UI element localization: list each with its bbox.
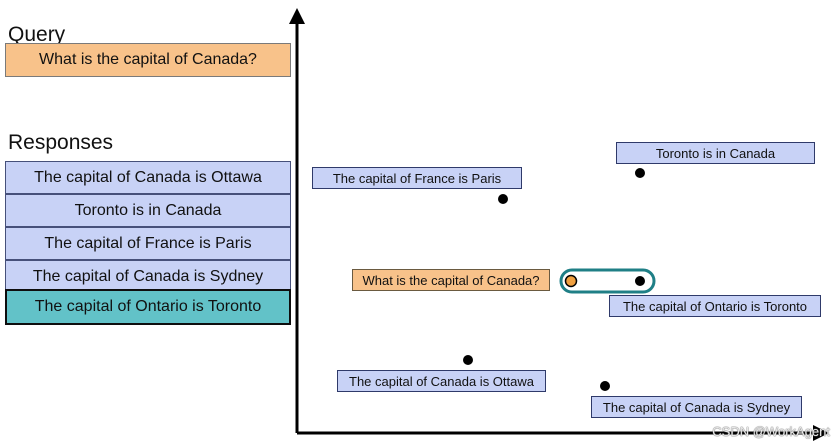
watermark: CSDN @WorkAgent [712,424,830,439]
response-item-toronto: Toronto is in Canada [5,194,291,227]
response-item-ontario-selected: The capital of Ontario is Toronto [5,289,291,325]
y-axis-arrowhead [289,8,305,24]
point-ontario [635,276,645,286]
point-query [564,274,578,288]
point-ottawa [463,355,473,365]
query-box: What is the capital of Canada? [5,43,291,77]
point-sydney [600,381,610,391]
label-toronto: Toronto is in Canada [616,142,815,164]
label-ontario: The capital of Ontario is Toronto [609,295,821,317]
response-item-sydney: The capital of Canada is Sydney [5,260,291,293]
responses-heading: Responses [8,131,114,154]
label-sydney: The capital of Canada is Sydney [591,396,802,418]
label-france: The capital of France is Paris [312,167,522,189]
label-query: What is the capital of Canada? [352,269,550,291]
label-ottawa: The capital of Canada is Ottawa [337,370,546,392]
response-item-paris: The capital of France is Paris [5,227,291,260]
nearest-match-ring [559,268,656,294]
response-item-ottawa: The capital of Canada is Ottawa [5,161,291,194]
x-axis-arrowhead [813,425,829,441]
point-toronto [635,168,645,178]
point-france [498,194,508,204]
query-heading: Query [8,23,66,46]
